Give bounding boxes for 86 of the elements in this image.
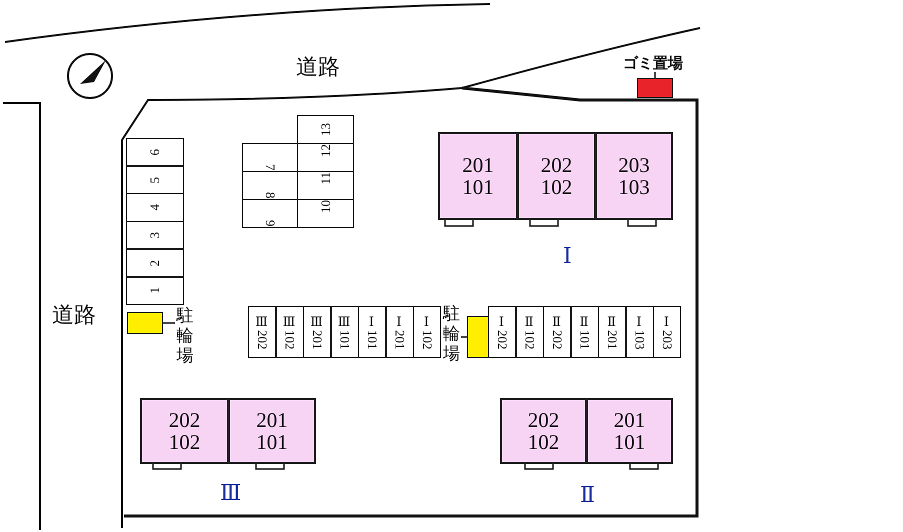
space-number: Ⅰ203 — [659, 314, 675, 350]
unit-number: 101 — [614, 431, 646, 453]
space-number: 4 — [147, 204, 163, 211]
space-number: 8 — [262, 192, 279, 198]
parking-space — [126, 276, 184, 305]
space-number: 3 — [147, 232, 163, 238]
unit-number: 102 — [540, 176, 572, 198]
parking-space — [488, 306, 516, 358]
unit-number: 201 — [256, 409, 288, 431]
area-label: ゴミ置場 — [620, 54, 686, 72]
space-number: 6 — [147, 148, 163, 156]
parking-space — [570, 306, 598, 358]
parking-space — [543, 306, 571, 358]
space-number: Ⅱ202 — [549, 314, 565, 350]
space-number: Ⅱ102 — [522, 314, 538, 350]
parking-space — [386, 306, 414, 358]
space-number: 10 — [316, 200, 334, 213]
space-number: Ⅱ201 — [604, 314, 620, 350]
apartment-unit — [586, 398, 673, 464]
road-label: 道路 — [296, 54, 340, 82]
apartment-unit — [140, 398, 229, 464]
parking-space — [126, 166, 184, 194]
space-number: Ⅰ201 — [392, 314, 408, 350]
leader-line — [163, 322, 175, 324]
bicycle-parking-area — [127, 312, 163, 334]
space-number: 1 — [147, 287, 163, 294]
apartment-unit — [517, 132, 596, 220]
unit-number: 201 — [462, 154, 494, 176]
area-label: 駐輪場 — [442, 304, 461, 366]
space-number: Ⅲ201 — [309, 314, 325, 350]
parking-space — [303, 306, 331, 358]
unit-number: 102 — [168, 431, 200, 453]
parking-space — [242, 199, 298, 228]
apartment-unit — [500, 398, 587, 464]
unit-number: 102 — [528, 431, 560, 453]
space-number: 9 — [262, 220, 279, 226]
parking-space — [413, 306, 441, 358]
parking-space — [653, 306, 681, 358]
unit-number: 202 — [168, 409, 200, 431]
parking-space — [126, 221, 184, 250]
space-number: Ⅲ202 — [254, 314, 270, 350]
parking-space — [297, 199, 354, 228]
space-number: 2 — [147, 260, 163, 266]
bicycle-parking-area — [467, 316, 489, 358]
parking-space — [276, 306, 304, 358]
unit-number: 101 — [462, 176, 494, 198]
unit-number: 202 — [540, 154, 572, 176]
space-number: Ⅰ101 — [364, 314, 380, 350]
parking-space — [626, 306, 654, 358]
area-label: 駐輪場 — [175, 306, 195, 368]
parking-space — [126, 193, 184, 222]
building-label: Ⅲ — [220, 480, 242, 506]
space-number: Ⅰ103 — [632, 314, 648, 350]
garbage-area — [637, 78, 673, 98]
parking-space — [126, 138, 184, 166]
leader-line — [654, 72, 656, 78]
unit-number: 101 — [256, 431, 288, 453]
unit-number: 203 — [618, 154, 650, 176]
space-number: Ⅰ202 — [494, 314, 510, 350]
unit-number: 202 — [528, 409, 560, 431]
space-number: 11 — [316, 172, 334, 185]
building-label: Ⅱ — [580, 482, 595, 508]
space-number: 12 — [316, 144, 334, 157]
space-number: Ⅰ102 — [419, 314, 435, 350]
apartment-unit — [595, 132, 673, 220]
parking-space — [242, 143, 298, 172]
parking-space — [516, 306, 544, 358]
parking-space — [330, 306, 358, 358]
apartment-unit — [228, 398, 316, 464]
leader-line — [461, 336, 467, 338]
space-number: Ⅲ101 — [336, 314, 352, 350]
road-label: 道路 — [52, 302, 96, 330]
space-number: Ⅲ102 — [282, 314, 298, 350]
space-number: 7 — [262, 164, 279, 170]
parking-space — [248, 306, 276, 358]
unit-number: 201 — [614, 409, 646, 431]
parking-space — [297, 115, 354, 144]
unit-number: 103 — [618, 176, 650, 198]
space-number: 13 — [318, 122, 334, 136]
parking-space — [126, 248, 184, 277]
space-number: Ⅱ101 — [576, 314, 592, 350]
building-label: Ⅰ — [563, 243, 572, 269]
space-number: 5 — [147, 176, 163, 184]
parking-space — [358, 306, 386, 358]
apartment-unit — [438, 132, 518, 220]
parking-space — [598, 306, 626, 358]
